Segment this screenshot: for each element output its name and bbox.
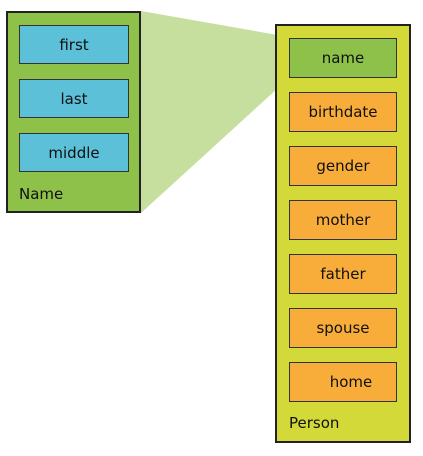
field-label: father — [320, 265, 366, 283]
name-box-caption: Name — [19, 185, 64, 203]
name-box: first last middle Name — [6, 11, 141, 213]
field-label: first — [59, 35, 89, 54]
person-field-gender: gender — [289, 146, 397, 186]
person-box-caption: Person — [289, 414, 340, 432]
field-label: name — [321, 49, 365, 67]
field-label: home — [329, 373, 373, 391]
person-box: name birthdate gender mother father spou… — [275, 24, 411, 443]
person-field-father: father — [289, 254, 397, 294]
field-label: last — [60, 89, 88, 108]
field-label: gender — [316, 157, 370, 175]
person-field-home: home — [289, 362, 397, 402]
field-label: spouse — [316, 319, 370, 337]
field-label: birthdate — [308, 103, 378, 121]
field-label: middle — [48, 143, 100, 162]
person-field-spouse: spouse — [289, 308, 397, 348]
name-field-first: first — [19, 25, 129, 64]
name-field-middle: middle — [19, 133, 129, 172]
connector-wedge — [141, 11, 289, 213]
person-field-mother: mother — [289, 200, 397, 240]
field-label: mother — [315, 211, 371, 229]
person-field-birthdate: birthdate — [289, 92, 397, 132]
person-field-name: name — [289, 38, 397, 78]
name-field-last: last — [19, 79, 129, 118]
